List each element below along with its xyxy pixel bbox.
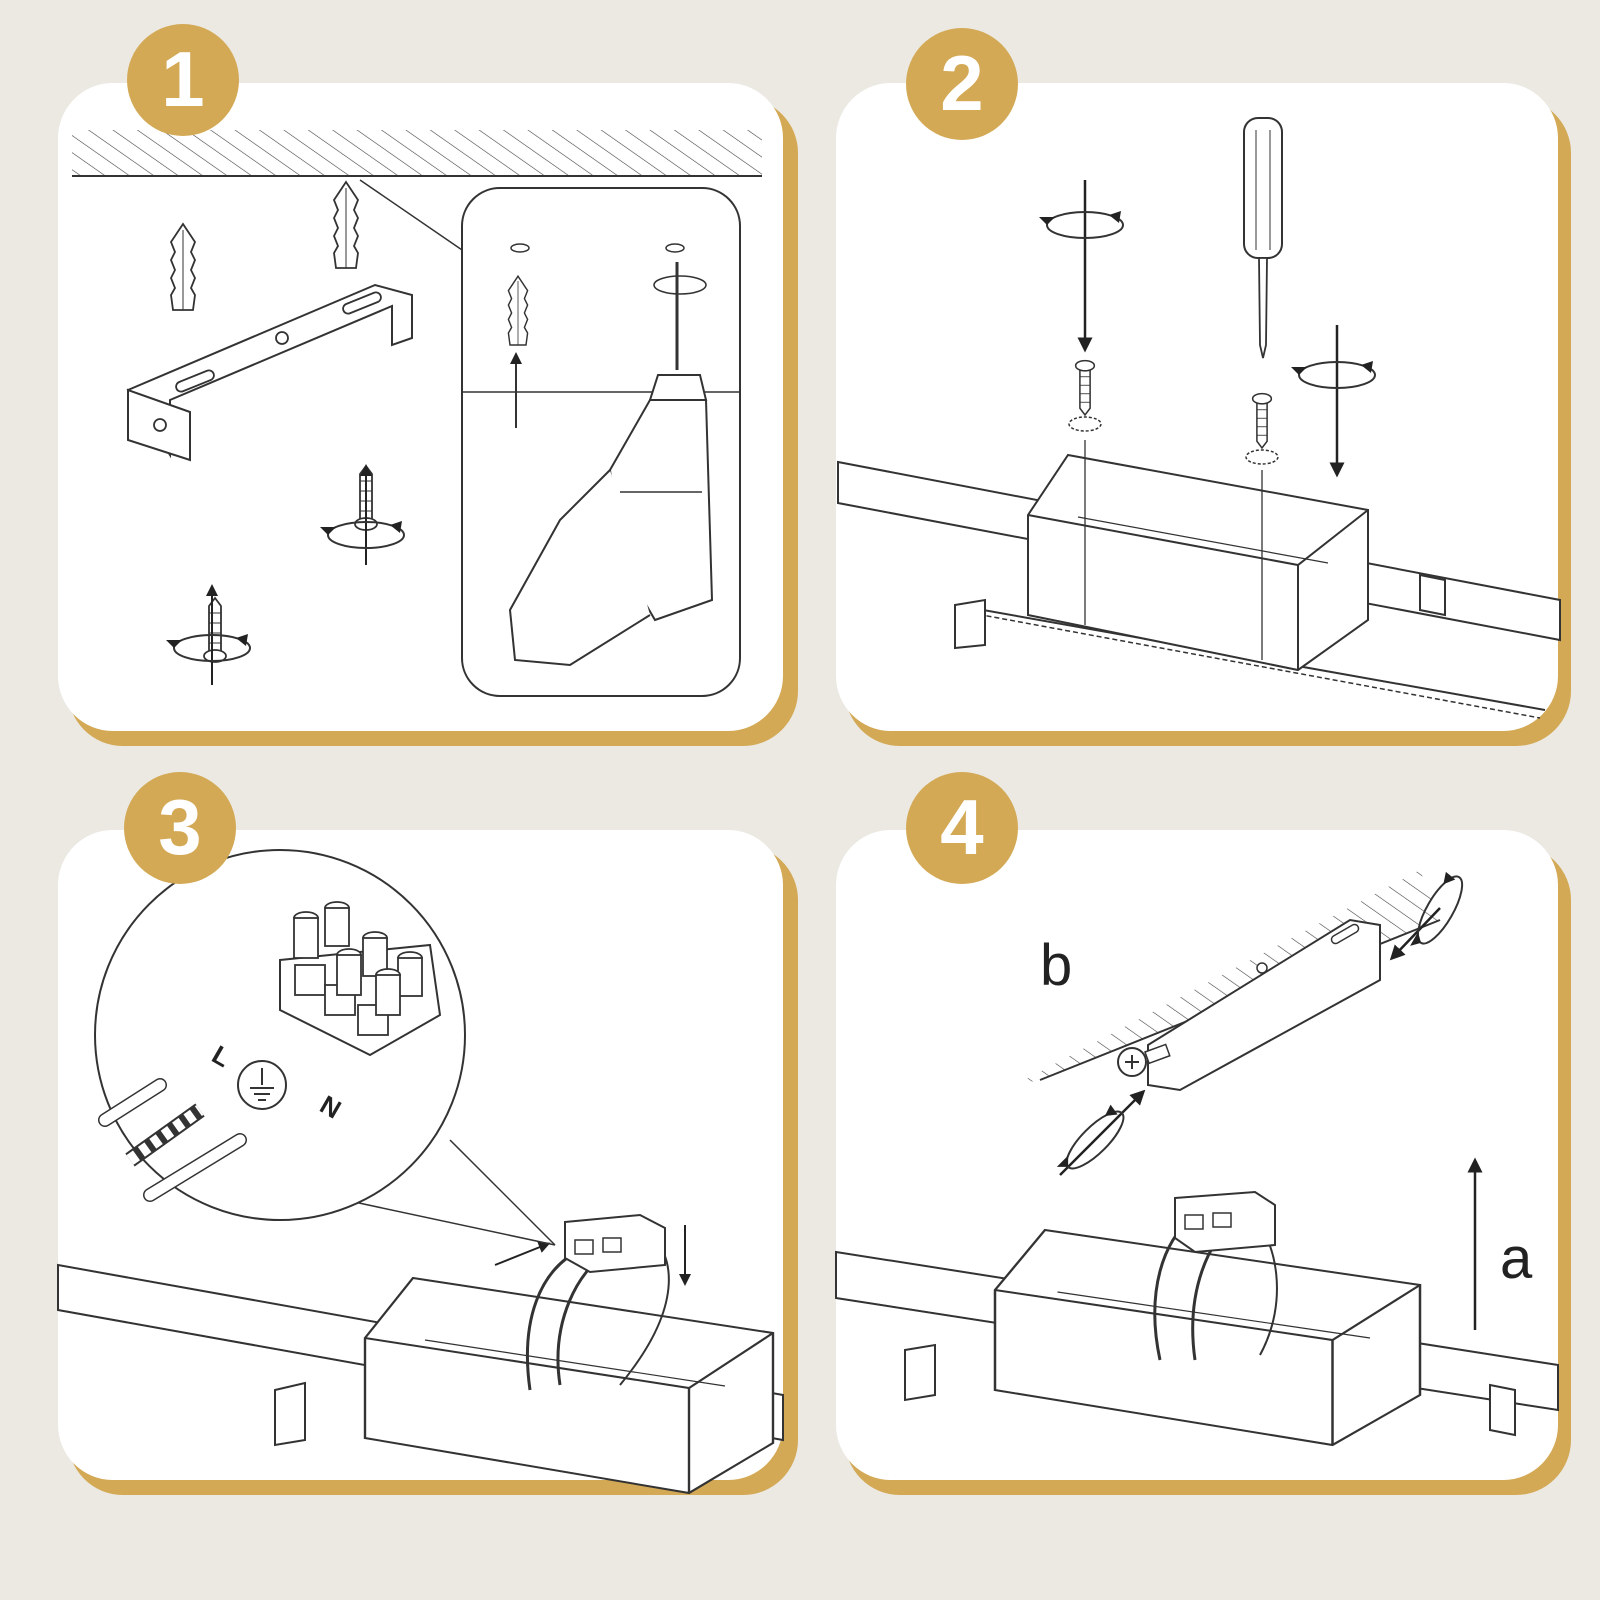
wall-plug-icon [170,223,196,311]
step-badge: 3 [124,772,236,884]
screw-icon [1117,1043,1171,1077]
screwdriver-icon [1243,117,1283,359]
mounting-bracket-icon [1147,918,1381,1092]
step-badge: 4 [906,772,1018,884]
step-number: 1 [161,35,204,123]
washer-icon [1245,449,1279,465]
step-number: 2 [940,39,983,127]
mounting-bracket-icon [126,283,413,462]
label-a: a [1500,1226,1533,1291]
step-badge: 1 [127,24,239,136]
wall-plug-icon [333,181,359,269]
step-4-panel: a b 4 [835,772,1571,1495]
step-2-panel: 2 [836,28,1571,746]
label-b: b [1040,933,1072,998]
driver-module-icon [1174,1190,1276,1254]
terminal-block-icon [279,901,442,1057]
pointer-arrow-icon [1059,1089,1146,1176]
washer-icon [1068,416,1102,432]
step-number: 4 [940,783,983,871]
drill-icon [508,262,714,667]
pointer-arrow-icon [494,1241,551,1266]
ground-symbol-icon [237,1060,287,1110]
terminal-detail-magnifier: L N [94,849,556,1246]
ceiling-hatch-icon [72,130,762,177]
step-number: 3 [158,783,201,871]
step-1-panel: 1 [58,24,798,746]
wires-icon [98,1078,247,1202]
step-badge: 2 [906,28,1018,140]
drill-detail-inset [359,179,741,697]
step-3-panel: L N 3 [57,772,798,1495]
driver-module-icon [564,1213,666,1274]
wall-plug-icon [507,275,529,346]
